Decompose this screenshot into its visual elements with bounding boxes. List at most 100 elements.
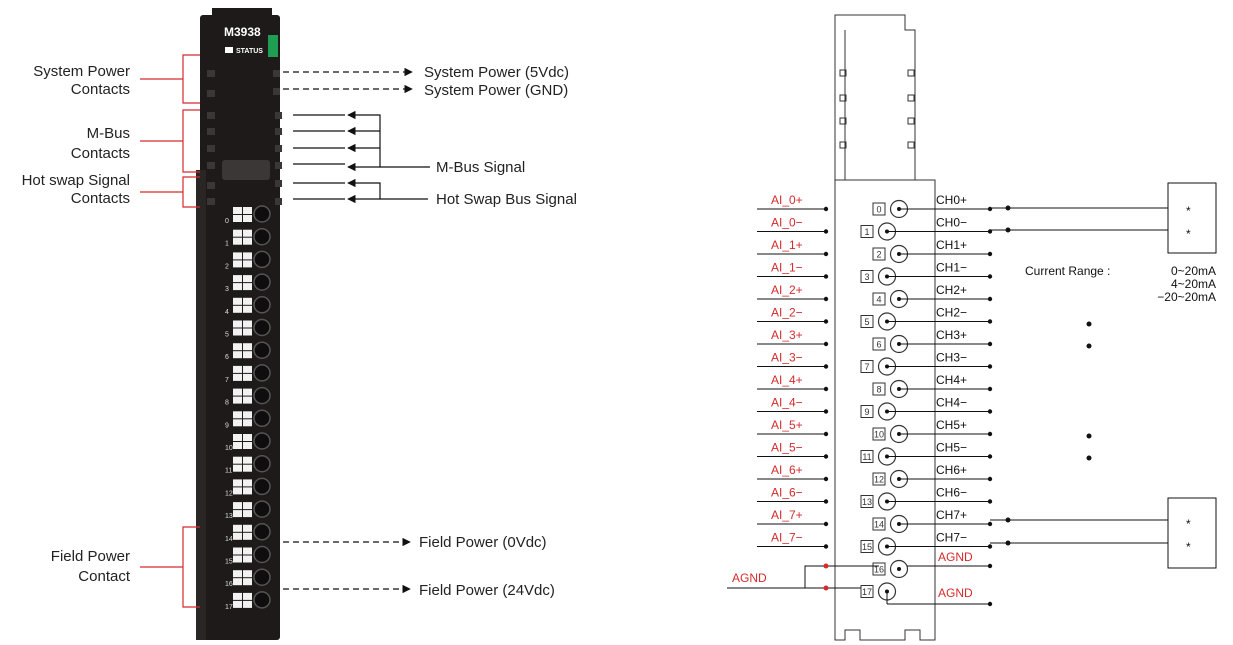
terminal-slot	[243, 275, 252, 283]
pin-number: 7	[864, 362, 869, 372]
ch-wire-dot	[987, 274, 993, 279]
label-mbus-2: Contacts	[71, 145, 130, 162]
ch-label: CH1+	[936, 238, 967, 252]
ch-wire-dot	[987, 544, 993, 549]
channel-labels: CH0+CH0−CH1+CH1−CH2+CH2−CH3+CH3−CH4+CH4−…	[936, 193, 967, 545]
ai-wire-dot	[823, 431, 829, 437]
terminal-number: 15	[225, 559, 233, 566]
pin-box	[860, 270, 874, 283]
terminal-slot	[243, 260, 252, 268]
pin-box	[860, 360, 874, 373]
terminal-slot	[233, 570, 242, 578]
terminal-slot	[243, 592, 252, 600]
signal-system-power-gnd: System Power (GND)	[424, 82, 568, 99]
signal-mbus: M-Bus Signal	[436, 159, 525, 176]
terminal-slot	[243, 464, 252, 472]
pin-number: 10	[874, 430, 884, 440]
terminal-slot	[243, 328, 252, 336]
ch-label: CH6+	[936, 463, 967, 477]
terminal-slot	[233, 555, 242, 563]
pin-box	[860, 225, 874, 238]
terminal-slot	[233, 532, 242, 540]
terminal-hole	[253, 227, 271, 246]
ai-label: AI_5−	[771, 441, 803, 455]
terminal-hole	[253, 409, 271, 428]
ai-label: AI_6−	[771, 486, 803, 500]
terminal-slot	[233, 260, 242, 268]
status-label: STATUS	[236, 48, 263, 55]
terminal-slot	[233, 510, 242, 518]
signal-hotswap: Hot Swap Bus Signal	[436, 191, 577, 208]
terminal-slot	[233, 275, 242, 283]
ai-label: AI_4−	[771, 396, 803, 410]
pin-number: 13	[862, 497, 872, 507]
terminal-slot	[243, 388, 252, 396]
terminal-hole	[253, 386, 271, 405]
pin-box	[872, 337, 886, 351]
terminal-number: 0	[225, 218, 229, 225]
label-field-power-1: Field Power	[51, 548, 130, 565]
terminal-hole	[253, 364, 271, 382]
terminal-slot	[233, 479, 242, 487]
ch-wire-dot	[987, 499, 993, 504]
terminal-number: 7	[225, 377, 229, 384]
label-hotswap-1: Hot swap Signal	[22, 172, 130, 189]
terminal-slot	[243, 578, 252, 586]
terminal-slot	[243, 320, 252, 328]
agnd-left: AGND	[727, 563, 829, 591]
ai-wire-dot	[823, 476, 829, 482]
pin-box	[872, 202, 886, 216]
pin-box	[872, 382, 886, 396]
device-mark: *	[1186, 517, 1191, 531]
group-labels: System Power Contacts M-Bus Contacts Hot…	[22, 63, 131, 585]
ch-wire-dot	[987, 521, 993, 527]
pin-box	[872, 517, 886, 531]
right-side-contacts	[273, 70, 282, 205]
pin-box	[860, 315, 874, 328]
terminal-hole	[253, 545, 271, 564]
terminal-slot	[233, 351, 242, 359]
terminal-slot	[243, 532, 252, 540]
ai-wire-dot	[823, 521, 829, 527]
terminal-slot	[233, 396, 242, 404]
ai-wire-dot	[823, 341, 829, 347]
terminal-slot	[243, 229, 252, 237]
ai-label: AI_4+	[771, 373, 803, 387]
ai-wire-dot	[823, 386, 829, 392]
ai-wire-dot	[823, 296, 829, 302]
pin-number: 2	[876, 250, 881, 260]
terminal-hole	[253, 454, 271, 473]
terminal-hole	[253, 568, 271, 586]
ai-label: AI_0−	[771, 216, 803, 230]
signal-lines	[283, 67, 430, 594]
agnd-right-label-1: AGND	[938, 550, 973, 564]
agnd-left-label: AGND	[732, 571, 767, 585]
terminal-block-outline	[834, 14, 936, 641]
terminal-slot	[233, 524, 242, 532]
ai-label: AI_3+	[771, 328, 803, 342]
terminal-slot	[243, 207, 252, 214]
pin-number: 5	[864, 317, 869, 327]
terminal-slot	[243, 502, 252, 510]
terminal-hole	[253, 250, 271, 269]
pin-number: 14	[874, 520, 884, 530]
terminal-slot	[233, 237, 242, 245]
terminal-hole	[253, 591, 271, 609]
pin-box	[872, 247, 886, 261]
ai-label: AI_0+	[771, 193, 803, 207]
terminal-number: 8	[225, 400, 229, 407]
ai-wire-dot	[823, 454, 829, 459]
pin-box	[860, 540, 874, 553]
current-devices	[990, 182, 1217, 569]
terminal-number: 10	[225, 445, 233, 452]
terminal-number: 2	[225, 263, 229, 270]
ai-wire-dot	[823, 319, 829, 324]
ch-label: CH7+	[936, 508, 967, 522]
ai-wire-dot	[823, 229, 829, 234]
terminal-slot	[243, 570, 252, 578]
status-led-green	[268, 35, 278, 57]
terminal-slot	[233, 411, 242, 419]
terminal-slot	[243, 283, 252, 291]
label-hotswap-2: Contacts	[71, 190, 130, 207]
